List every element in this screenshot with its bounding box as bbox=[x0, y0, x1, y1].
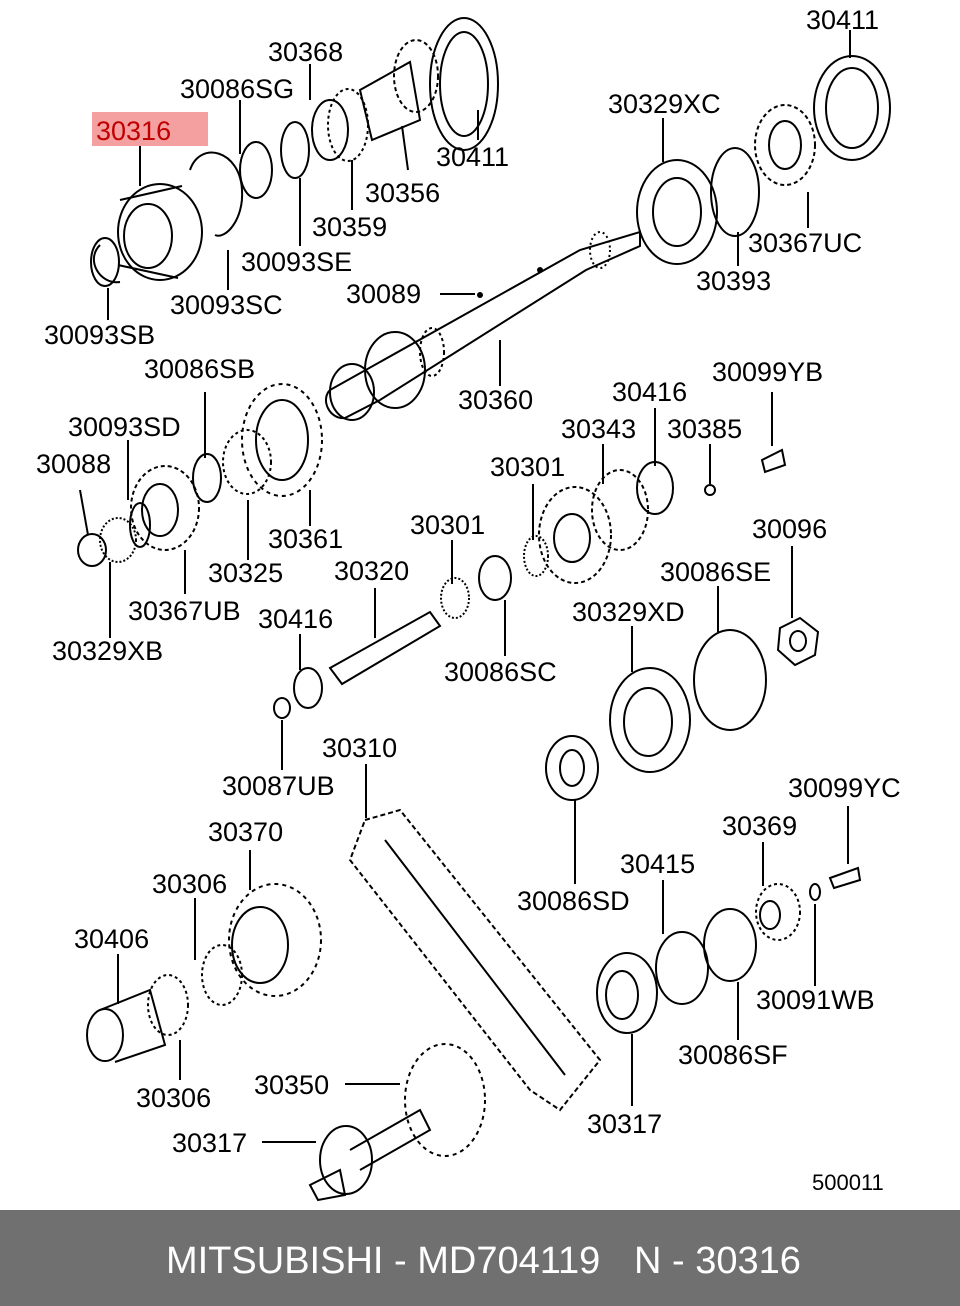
part-label: 30393 bbox=[696, 266, 771, 296]
part-label: 30368 bbox=[268, 37, 343, 67]
part-label: 30416 bbox=[612, 377, 687, 407]
exploded-parts-diagram: 30411 30368 30086SG 30316 30411 30356 30… bbox=[36, 5, 901, 1202]
part-label: 30367UB bbox=[128, 596, 241, 626]
part-drawings bbox=[77, 17, 891, 1202]
part-label: 30385 bbox=[667, 414, 742, 444]
part-label: 30367UC bbox=[748, 228, 862, 258]
part-label: 30350 bbox=[254, 1070, 329, 1100]
part-label: 30317 bbox=[172, 1128, 247, 1158]
part-label: 30415 bbox=[620, 849, 695, 879]
part-label: 30093SB bbox=[44, 320, 155, 350]
part-label: 30310 bbox=[322, 733, 397, 763]
part-label: 30416 bbox=[258, 604, 333, 634]
part-label: 30356 bbox=[365, 178, 440, 208]
part-label: 30099YB bbox=[712, 357, 823, 387]
part-label: 30093SC bbox=[170, 290, 283, 320]
highlight-box bbox=[92, 112, 208, 146]
part-label: 30086SF bbox=[678, 1040, 788, 1070]
part-label: 30411 bbox=[436, 142, 509, 172]
part-label: 30093SE bbox=[241, 247, 352, 277]
footer-bar: MITSUBISHI - MD704119 N - 30316 bbox=[0, 1210, 960, 1306]
part-label: 30329XC bbox=[608, 89, 721, 119]
part-label-highlighted: 30316 bbox=[96, 116, 171, 146]
part-label: 30411 bbox=[806, 5, 879, 35]
part-label: 30093SD bbox=[68, 412, 181, 442]
brand-part-number: MITSUBISHI - MD704119 bbox=[166, 1240, 601, 1282]
part-label: 30301 bbox=[410, 510, 485, 540]
part-label: 30360 bbox=[458, 385, 533, 415]
leader-lines bbox=[79, 30, 851, 1143]
part-label: 30086SC bbox=[444, 657, 557, 687]
part-label: 30320 bbox=[334, 556, 409, 586]
part-label: 30086SE bbox=[660, 557, 771, 587]
part-label: 30089 bbox=[346, 279, 421, 309]
part-label: 30325 bbox=[208, 558, 283, 588]
part-label: 30406 bbox=[74, 924, 149, 954]
part-labels: 30411 30368 30086SG 30316 30411 30356 30… bbox=[36, 5, 901, 1195]
part-label: 30359 bbox=[312, 212, 387, 242]
part-label: 30329XB bbox=[52, 636, 163, 666]
diagram-reference: N - 30316 bbox=[634, 1240, 801, 1282]
part-label: 30088 bbox=[36, 449, 111, 479]
diagram-code: 500011 bbox=[812, 1170, 884, 1195]
part-label: 30096 bbox=[752, 514, 827, 544]
part-label: 30099YC bbox=[788, 773, 901, 803]
part-label: 30086SB bbox=[144, 354, 255, 384]
part-label: 30343 bbox=[561, 414, 636, 444]
part-label: 30091WB bbox=[756, 985, 875, 1015]
part-label: 30317 bbox=[587, 1109, 662, 1139]
part-label: 30086SD bbox=[517, 886, 630, 916]
part-label: 30306 bbox=[136, 1083, 211, 1113]
part-label: 30369 bbox=[722, 811, 797, 841]
part-label: 30086SG bbox=[180, 74, 294, 104]
part-label: 30301 bbox=[490, 452, 565, 482]
part-label: 30306 bbox=[152, 869, 227, 899]
part-label: 30329XD bbox=[572, 597, 685, 627]
part-label: 30087UB bbox=[222, 771, 335, 801]
part-label: 30361 bbox=[268, 524, 343, 554]
part-label: 30370 bbox=[208, 817, 283, 847]
